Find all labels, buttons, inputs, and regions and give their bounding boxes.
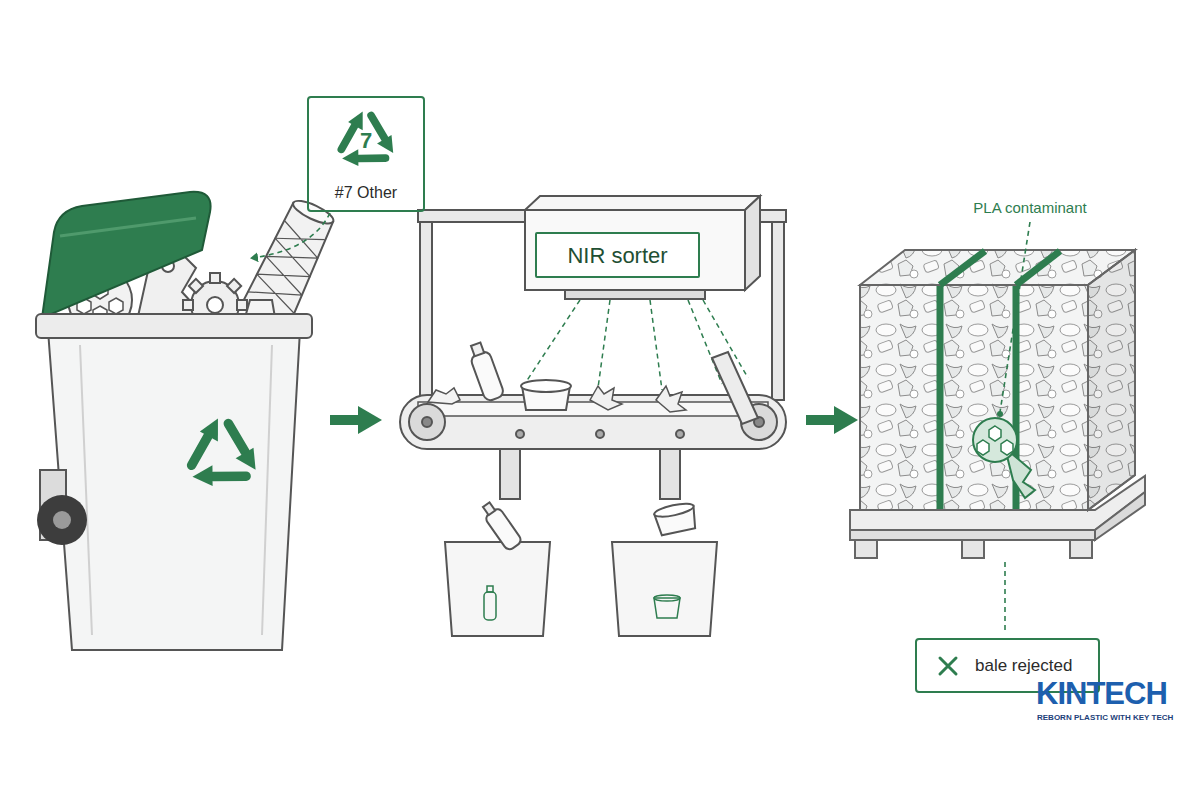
sorter-label: NIR sorter [537, 243, 698, 268]
logo-tagline: REBORN PLASTIC WITH KEY TECH [1037, 713, 1173, 722]
logo-wordmark: KINTECH [1036, 676, 1167, 712]
resin-label: #7 Other [309, 184, 423, 202]
leader-line [252, 213, 330, 258]
recycling-bin [36, 192, 312, 650]
plastic-bale [850, 250, 1145, 558]
nir-sorter-machine [400, 196, 786, 636]
logo-ground [1026, 666, 1200, 736]
leader-lines [1000, 222, 1030, 634]
leader-dot [997, 411, 1003, 417]
reject-icon [937, 655, 959, 677]
resin-code-box: 7 #7 Other [307, 96, 425, 212]
contaminant-label: PLA contaminant [955, 199, 1105, 216]
sorter-label-box: NIR sorter [535, 232, 700, 278]
resin-number: 7 [309, 128, 423, 153]
status-label: bale rejected [975, 656, 1072, 676]
